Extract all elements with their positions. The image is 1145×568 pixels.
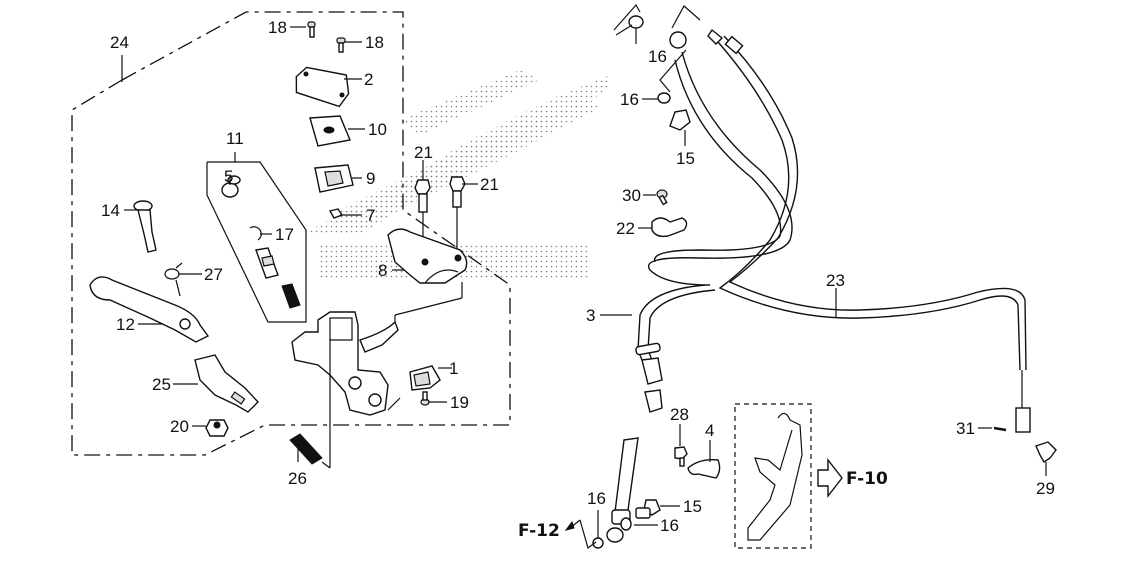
part-17-circlip [249,226,262,241]
piston [255,247,279,279]
callout-14[interactable]: 14 [101,201,120,220]
part-31-pin [993,426,1007,432]
part-30-bolt [656,189,668,206]
callout-10[interactable]: 10 [368,120,387,139]
callout-17[interactable]: 17 [275,225,294,244]
part-9-diaphragm [314,164,354,193]
callout-18-a[interactable]: 18 [268,18,287,37]
part-14-pivot-bolt [133,200,157,253]
part-15-banjo-bolt [635,499,661,519]
part-19-screw [420,391,430,406]
callout-16-bottom-left[interactable]: 16 [587,489,606,508]
callout-9[interactable]: 9 [366,169,375,188]
callout-16-top[interactable]: 16 [648,47,667,66]
f10-arrow-icon [817,457,843,499]
part-10-diaphragm-plate [309,115,351,147]
callout-11[interactable]: 11 [226,129,244,148]
part-27-spring [164,262,183,297]
callout-21-b[interactable]: 21 [480,175,499,194]
callout-15-top[interactable]: 15 [676,149,695,168]
callout-16-bottom-right[interactable]: 16 [660,516,679,535]
callout-31[interactable]: 31 [956,419,975,438]
callout-24[interactable]: 24 [110,33,129,52]
assembly-24-boundary [71,11,511,456]
callout-22[interactable]: 22 [616,219,635,238]
callout-2[interactable]: 2 [364,70,373,89]
part-20-nut [205,419,229,437]
part-23-cable [707,28,1031,433]
part-29-clevis-pin [1035,441,1057,463]
f10-reference-box [734,403,812,549]
callout-30[interactable]: 30 [622,186,641,205]
callout-16-middle[interactable]: 16 [620,90,639,109]
callout-19[interactable]: 19 [450,393,469,412]
master-cylinder-body [291,282,463,416]
callout-29[interactable]: 29 [1036,479,1055,498]
part-2-reservoir-cap [295,66,350,108]
part-5-boot [221,175,241,198]
callout-28[interactable]: 28 [670,405,689,424]
f12-arrow-icon [564,519,597,550]
assembly-11-boundary [206,152,307,323]
callout-25[interactable]: 25 [152,375,171,394]
part-8-holder [387,228,468,284]
f10-page-ref[interactable]: F-10 [846,469,888,489]
callout-27[interactable]: 27 [204,265,223,284]
part-12-brake-lever [89,276,210,343]
part-1-switch [409,365,441,391]
callout-7[interactable]: 7 [366,206,375,225]
callout-23[interactable]: 23 [826,271,845,290]
f12-page-ref[interactable]: F-12 [518,521,560,541]
callout-5[interactable]: 5 [224,167,233,186]
callout-21-a[interactable]: 21 [414,143,433,162]
honda-wing-watermark [300,70,610,278]
callout-26[interactable]: 26 [288,469,307,488]
callout-1[interactable]: 1 [449,359,458,378]
part-25-bracket [194,354,259,413]
callout-20[interactable]: 20 [170,417,189,436]
callout-8[interactable]: 8 [378,261,387,280]
callout-18-b[interactable]: 18 [365,33,384,52]
callout-15-bottom[interactable]: 15 [683,497,702,516]
leader-lines [121,26,1047,538]
callout-12[interactable]: 12 [116,315,135,334]
part-28-bolt [674,446,688,467]
part-22-clamp [651,217,688,238]
part-18-screw-a [307,21,316,38]
callout-3[interactable]: 3 [586,306,595,325]
part-3-brake-hose [606,51,793,543]
part-4-bracket [687,458,721,479]
part-18-screw-b [336,37,346,53]
callout-4[interactable]: 4 [705,421,714,440]
spring [281,283,301,309]
